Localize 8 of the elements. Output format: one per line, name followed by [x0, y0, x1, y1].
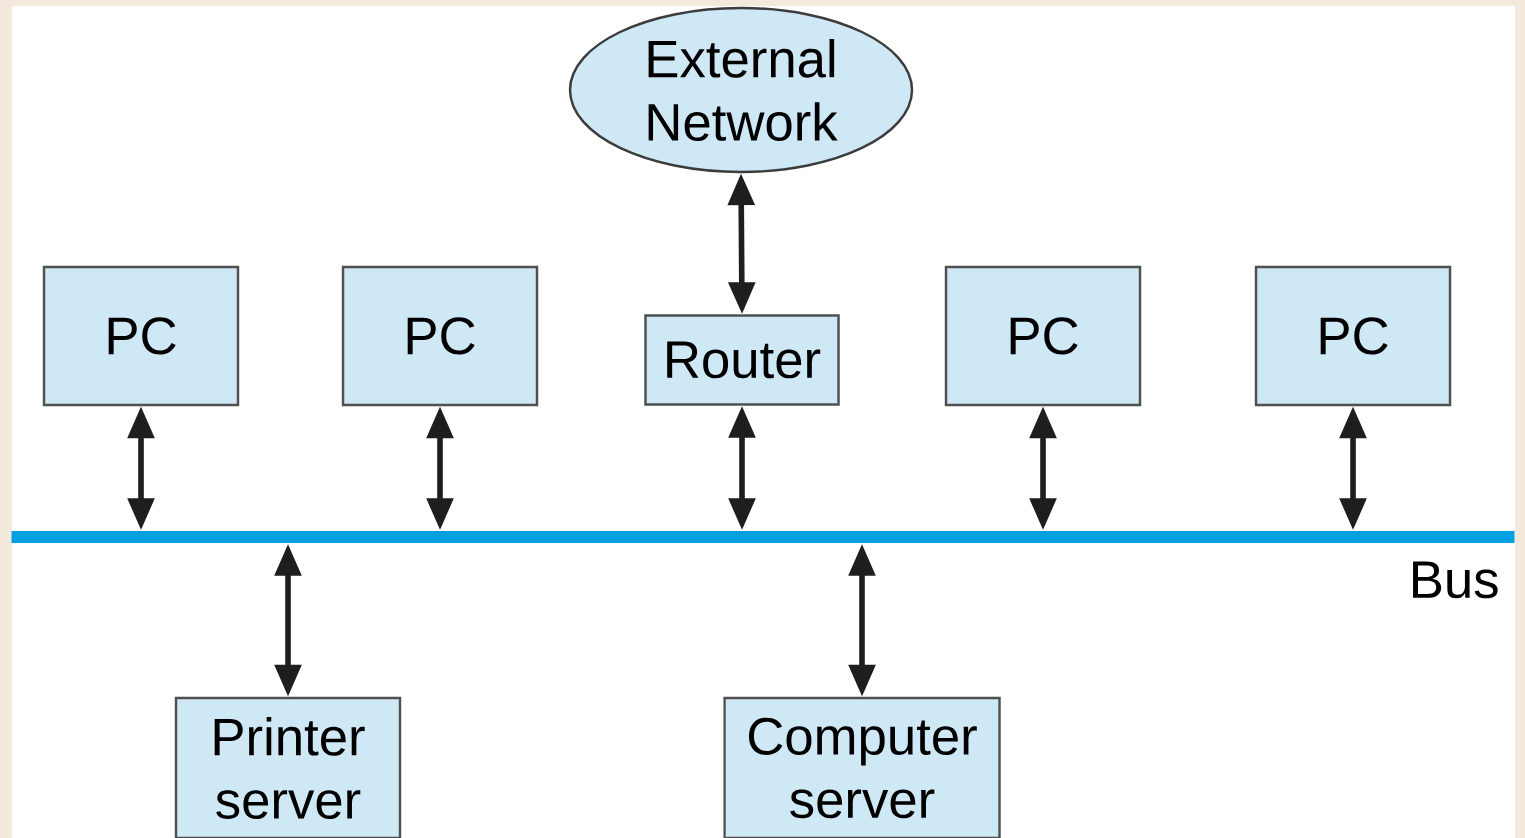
device-box: Computer server — [723, 696, 1001, 838]
device-box: PC — [1254, 265, 1452, 407]
device-box: PC — [341, 265, 539, 407]
device-box: Printer server — [174, 696, 402, 838]
device-box: Router — [644, 314, 840, 406]
device-box: PC — [944, 265, 1142, 407]
bus-label: Bus — [1413, 561, 1498, 599]
device-box: PC — [42, 265, 240, 407]
